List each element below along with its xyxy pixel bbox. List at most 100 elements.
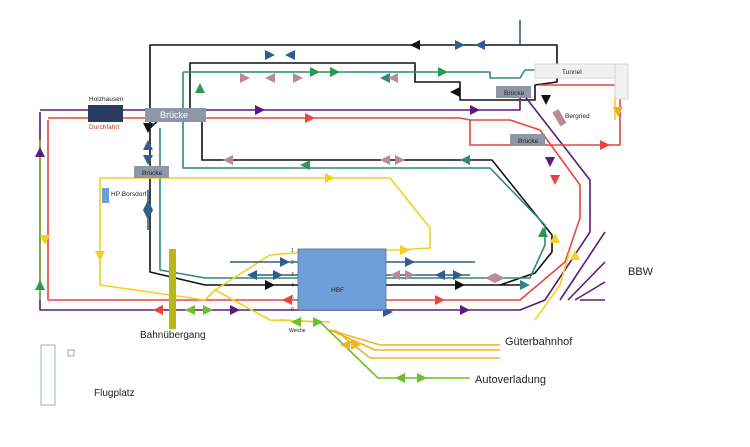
direction-arrow-icon: [185, 305, 195, 315]
direction-arrow-icon: [485, 273, 495, 283]
direction-arrow-icon: [455, 40, 465, 50]
direction-arrow-icon: [35, 147, 45, 157]
direction-arrow-icon: [40, 235, 50, 245]
direction-arrow-icon: [351, 340, 361, 350]
direction-arrows: [35, 40, 623, 383]
direction-arrow-icon: [325, 173, 335, 183]
bergried-label: Bergried: [565, 113, 590, 120]
direction-arrow-icon: [400, 245, 410, 255]
track-number-1: 1: [291, 248, 294, 254]
level-crossing[interactable]: [169, 249, 176, 329]
direction-arrow-icon: [541, 95, 551, 105]
weiche-label: Weiche: [289, 328, 306, 334]
holzhausen-label: Holzhausen: [89, 96, 124, 103]
hbf-station[interactable]: [297, 248, 387, 311]
direction-arrow-icon: [143, 123, 153, 133]
autoverladung-label: Autoverladung: [475, 374, 546, 386]
direction-arrow-icon: [613, 107, 623, 117]
direction-arrow-icon: [203, 305, 213, 315]
hp-borsdorf-station[interactable]: [102, 188, 109, 203]
track-yellow-lower: [214, 289, 331, 323]
direction-arrow-icon: [570, 250, 580, 260]
track-number-3: 3: [291, 272, 294, 278]
track-lightgreen: [279, 319, 470, 379]
bergried-station[interactable]: [552, 109, 567, 127]
direction-arrow-icon: [438, 67, 448, 77]
direction-arrow-icon: [435, 270, 445, 280]
track-teal: [159, 69, 546, 279]
direction-arrow-icon: [305, 113, 315, 123]
direction-arrow-icon: [460, 155, 470, 165]
direction-arrow-icon: [475, 40, 485, 50]
bridge-right-top-label: Brücke: [504, 90, 525, 97]
direction-arrow-icon: [247, 270, 257, 280]
track-number-5: 5: [291, 295, 294, 301]
direction-arrow-icon: [310, 67, 320, 77]
direction-arrow-icon: [240, 73, 250, 83]
bridge-main-label: Brücke: [160, 110, 188, 120]
direction-arrow-icon: [410, 40, 420, 50]
track-red: [47, 84, 621, 301]
direction-arrow-icon: [143, 210, 153, 220]
bridge-main[interactable]: [145, 108, 206, 122]
direction-arrow-icon: [285, 50, 295, 60]
bbw-label: BBW: [628, 266, 654, 278]
direction-arrow-icon: [230, 305, 240, 315]
direction-arrow-icon: [143, 140, 153, 150]
holzhausen-station[interactable]: [88, 105, 123, 122]
direction-arrow-icon: [265, 50, 275, 60]
direction-arrow-icon: [273, 270, 283, 280]
track-number-2: 2: [291, 260, 294, 266]
flugplatz-label: Flugplatz: [94, 388, 135, 399]
track-orange: [329, 329, 500, 359]
direction-arrow-icon: [195, 83, 205, 93]
direction-arrow-icon: [405, 257, 415, 267]
direction-arrow-icon: [435, 295, 445, 305]
track-number-4: 4: [291, 283, 294, 289]
airfield-runway[interactable]: [40, 344, 56, 406]
direction-arrow-icon: [313, 317, 323, 327]
direction-arrow-icon: [265, 280, 275, 290]
direction-arrow-icon: [95, 251, 105, 261]
direction-arrow-icon: [538, 227, 548, 237]
direction-arrow-icon: [293, 73, 303, 83]
direction-arrow-icon: [495, 273, 505, 283]
direction-arrow-icon: [395, 155, 405, 165]
tunnel-shaft: [614, 63, 629, 100]
gueterbahnhof-label: Güterbahnhof: [505, 336, 573, 348]
direction-arrow-icon: [460, 305, 470, 315]
track-black: [149, 44, 558, 286]
direction-arrow-icon: [35, 280, 45, 290]
direction-arrow-icon: [388, 73, 398, 83]
tunnel-label: Tunnel: [562, 69, 582, 76]
direction-arrow-icon: [340, 340, 350, 350]
airfield-hangar: [67, 349, 75, 357]
hbf-track-numbers: 1 2 3 4 5 6: [291, 248, 294, 313]
bridge-right-top[interactable]: [496, 86, 531, 98]
bridge-left[interactable]: [134, 166, 169, 178]
direction-arrow-icon: [520, 280, 530, 290]
bridge-right-bottom[interactable]: [510, 134, 545, 146]
direction-arrow-icon: [380, 155, 390, 165]
direction-arrow-icon: [600, 140, 610, 150]
direction-arrow-icon: [455, 280, 465, 290]
hp-borsdorf-label: HP Borsdorf: [111, 191, 146, 198]
track-purple: [39, 89, 591, 311]
direction-arrow-icon: [143, 155, 153, 165]
direction-arrow-icon: [453, 270, 463, 280]
direction-arrow-icon: [390, 270, 400, 280]
direction-arrow-icon: [291, 317, 301, 327]
direction-arrow-icon: [255, 105, 265, 115]
bbw-sidings: [559, 231, 606, 301]
direction-arrow-icon: [380, 73, 390, 83]
direction-arrow-icon: [395, 373, 405, 383]
direction-arrow-icon: [153, 305, 163, 315]
direction-arrow-icon: [470, 105, 480, 115]
direction-arrow-icon: [405, 270, 415, 280]
track-number-6: 6: [291, 307, 294, 313]
direction-arrow-icon: [417, 373, 427, 383]
direction-arrow-icon: [545, 157, 555, 167]
durchfahrt-label: Durchfahrt: [89, 124, 120, 131]
